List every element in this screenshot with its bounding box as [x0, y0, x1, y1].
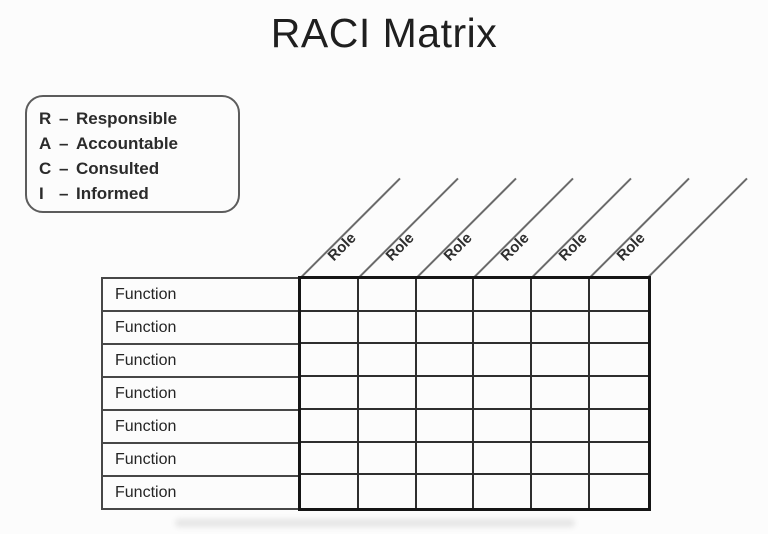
- raci-cell: [474, 279, 533, 312]
- function-row-header: Function: [103, 411, 298, 444]
- function-row-header: Function: [103, 444, 298, 477]
- raci-cell: [358, 279, 417, 312]
- raci-cell: [416, 279, 475, 312]
- raci-cell: [474, 442, 533, 476]
- raci-cell: [301, 475, 359, 508]
- legend-letter: C: [39, 159, 52, 178]
- raci-cell: [358, 377, 417, 410]
- bottom-artifact: [175, 519, 575, 527]
- page-title: RACI Matrix: [270, 10, 498, 56]
- raci-cell: [474, 344, 533, 378]
- raci-cell: [474, 409, 533, 443]
- raci-cell: [301, 409, 359, 443]
- function-row-header: Function: [103, 345, 298, 378]
- raci-cell: [532, 409, 591, 443]
- role-divider-line: [474, 177, 575, 278]
- raci-cell: [474, 475, 533, 508]
- raci-cell: [590, 344, 648, 378]
- role-divider-line: [647, 177, 748, 278]
- raci-cell: [532, 344, 591, 378]
- role-column-header: Role: [613, 229, 649, 265]
- function-row-header: Function: [103, 312, 298, 345]
- function-row-header: Function: [103, 378, 298, 411]
- raci-cell: [301, 311, 359, 345]
- raci-cell: [301, 377, 359, 410]
- raci-cell: [590, 410, 648, 443]
- raci-cell: [474, 311, 533, 345]
- role-column-header: Role: [440, 229, 476, 265]
- function-row-header: Function: [115, 483, 177, 501]
- raci-cell: [417, 475, 475, 508]
- dash-separator: –: [59, 109, 69, 128]
- legend-letter: I: [39, 184, 44, 203]
- raci-cell: [590, 312, 648, 345]
- raci-cell: [532, 442, 591, 476]
- raci-cell: [590, 443, 648, 476]
- raci-grid: [298, 276, 651, 511]
- role-divider-line: [358, 177, 459, 278]
- raci-cell: [532, 311, 591, 345]
- raci-cell: [416, 409, 475, 443]
- dash-separator: –: [59, 159, 69, 178]
- raci-cell: [358, 344, 417, 378]
- raci-cell: [416, 442, 475, 476]
- raci-cell: [301, 344, 359, 378]
- role-column-header: Role: [555, 229, 591, 265]
- legend-item: I–Informed: [39, 181, 238, 206]
- raci-cell: [359, 475, 417, 508]
- legend-letter: A: [39, 134, 52, 153]
- raci-cell: [358, 311, 417, 345]
- legend-item: A–Accountable: [39, 131, 238, 156]
- role-divider-line: [532, 177, 633, 278]
- legend-meaning: Responsible: [76, 109, 178, 128]
- raci-cell: [416, 344, 475, 378]
- raci-cell: [532, 279, 591, 312]
- role-column-header: Role: [324, 229, 360, 265]
- role-divider-line: [301, 177, 401, 278]
- raci-cell: [590, 475, 648, 508]
- raci-cell: [532, 475, 591, 508]
- dash-separator: –: [59, 134, 69, 153]
- legend-item: C–Consulted: [39, 156, 238, 181]
- role-column-header: Role: [382, 229, 418, 265]
- role-divider-line: [590, 177, 690, 278]
- dash-separator: –: [59, 184, 69, 203]
- raci-cell: [532, 377, 591, 410]
- role-column-header: Role: [498, 229, 534, 265]
- legend-meaning: Accountable: [76, 134, 179, 153]
- legend-meaning: Consulted: [76, 159, 160, 178]
- legend-item: R–Responsible: [39, 106, 238, 131]
- legend-letter: R: [39, 109, 52, 128]
- raci-cell: [358, 442, 417, 476]
- raci-cell: [416, 311, 475, 345]
- legend-meaning: Informed: [76, 184, 149, 203]
- function-row-header: Function: [103, 279, 298, 312]
- raci-cell: [416, 377, 475, 410]
- raci-cell: [301, 442, 359, 476]
- raci-cell: [301, 279, 359, 312]
- raci-cell: [474, 377, 533, 410]
- role-divider-line: [416, 177, 517, 278]
- raci-cell: [590, 279, 648, 312]
- raci-cell: [590, 377, 648, 410]
- raci-cell: [358, 409, 417, 443]
